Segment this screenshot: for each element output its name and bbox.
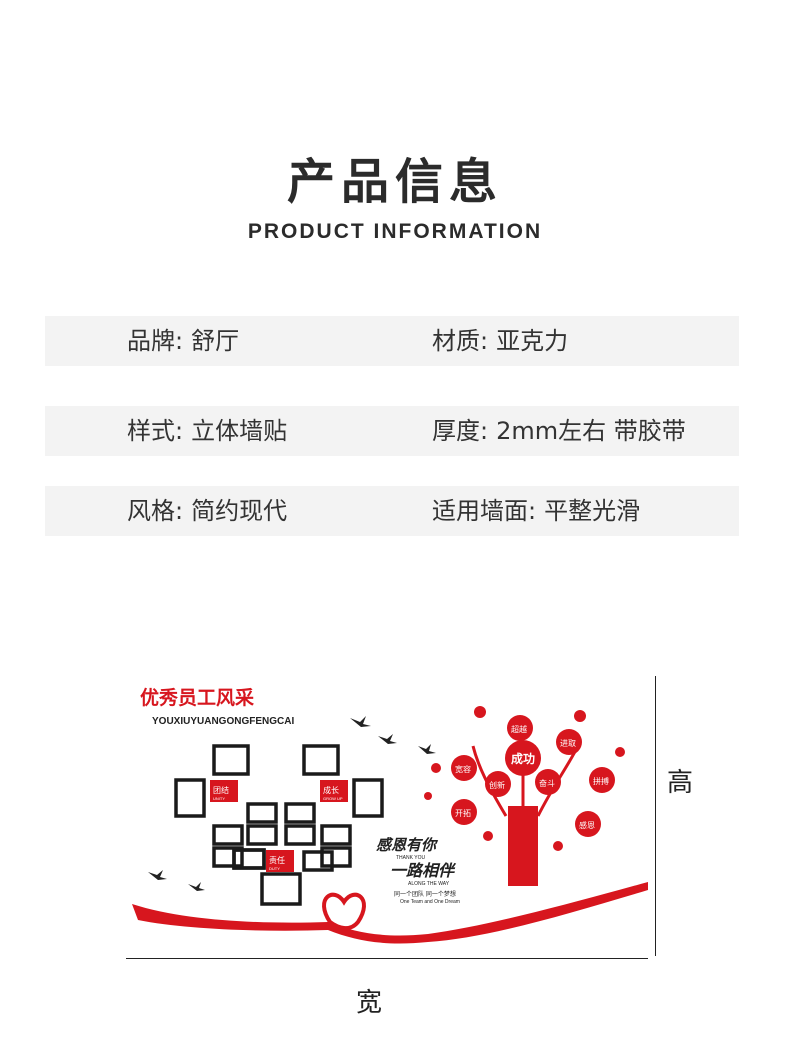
spec-value: 2mm左右 带胶带 <box>496 417 686 445</box>
page-title: 产品信息 <box>286 154 503 210</box>
spec-value: 简约现代 <box>191 497 288 525</box>
spec-row: 样式:立体墙贴 厚度:2mm左右 带胶带 <box>45 406 739 456</box>
spec-label: 样式: <box>127 417 184 445</box>
spec-label: 厚度: <box>432 417 489 445</box>
spec-row: 品牌:舒厅 材质:亚克力 <box>45 316 739 366</box>
tree-word: 宽容 <box>455 764 471 774</box>
tree-word: 超越 <box>511 724 527 734</box>
slogan-text: THANK YOU <box>396 855 425 861</box>
page-subtitle: PRODUCT INFORMATION <box>247 220 543 243</box>
spec-value: 平整光滑 <box>544 497 641 525</box>
spec-row: 风格:简约现代 适用墙面:平整光滑 <box>45 486 739 536</box>
tree-word: 创新 <box>489 780 505 790</box>
badge-text: 团结 <box>213 785 229 795</box>
spec-style: 样式:立体墙贴 <box>127 406 287 456</box>
tree-word: 开拓 <box>455 808 471 818</box>
spec-value: 舒厅 <box>191 327 240 355</box>
height-dimension-line <box>655 676 656 956</box>
spec-label: 品牌: <box>127 327 184 355</box>
spec-design-style: 风格:简约现代 <box>127 486 287 536</box>
spec-thickness: 厚度:2mm左右 带胶带 <box>432 406 686 456</box>
slogan-text: ALONG THE WAY <box>408 881 450 887</box>
preview-subtitle: YOUXIUYUANGONGFENGCAI <box>152 716 294 727</box>
tree-word: 奋斗 <box>539 778 555 788</box>
spec-wall-type: 适用墙面:平整光滑 <box>432 486 640 536</box>
tree-graphic: 成功 超越 宽容 进取 创新 奋斗 拼搏 开拓 感恩 <box>424 706 625 886</box>
width-dimension-line <box>126 958 648 959</box>
spec-material: 材质:亚克力 <box>432 316 568 366</box>
tree-word: 拼搏 <box>593 776 609 786</box>
height-label: 高 <box>667 768 694 798</box>
spec-label: 材质: <box>432 327 489 355</box>
width-label: 宽 <box>356 988 383 1018</box>
tree-word: 感恩 <box>579 820 595 830</box>
motto-text: One Team and One Dream <box>400 899 460 905</box>
badge-text: 成长 <box>323 785 339 795</box>
slogan-text: 感恩有你 <box>376 836 439 854</box>
badge-text: 责任 <box>269 855 285 865</box>
slogan-text: 一路相伴 <box>390 861 457 880</box>
spec-label: 风格: <box>127 497 184 525</box>
badges: 团结 成长 责任 UNITY GROW UP DUTY <box>210 780 348 872</box>
photo-frames <box>174 744 384 906</box>
spec-label: 适用墙面: <box>432 497 537 525</box>
badge-text: UNITY <box>213 796 225 801</box>
product-preview-image: 优秀员工风采 YOUXIUYUANGONGFENGCAI 团结 成长 责任 U <box>132 686 648 944</box>
preview-title: 优秀员工风采 <box>140 686 254 709</box>
spec-value: 亚克力 <box>496 327 569 355</box>
badge-text: GROW UP <box>323 796 343 801</box>
spec-value: 立体墙贴 <box>191 417 288 445</box>
motto-text: 同一个团队 同一个梦想 <box>394 890 456 898</box>
badge-text: DUTY <box>269 866 280 871</box>
ribbon-graphic <box>132 882 648 944</box>
tree-center: 成功 <box>511 751 535 766</box>
bird-icon <box>148 716 436 891</box>
tree-word: 进取 <box>560 739 576 748</box>
spec-brand: 品牌:舒厅 <box>127 316 239 366</box>
